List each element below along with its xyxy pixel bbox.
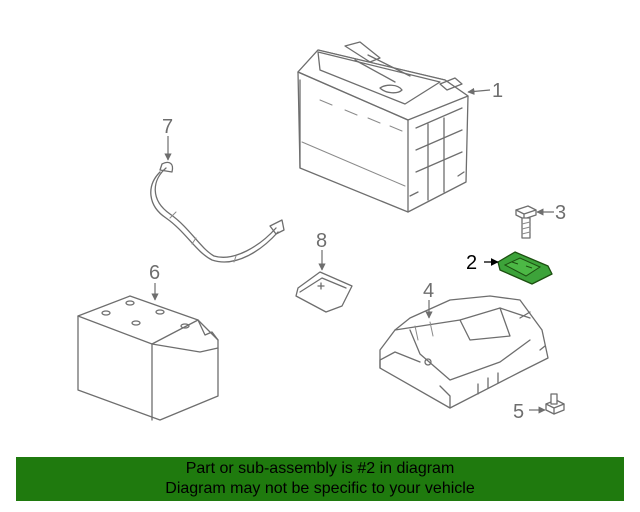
bolt-part-3[interactable] <box>515 205 537 239</box>
banner-line-2: Diagram may not be specific to your vehi… <box>165 480 475 497</box>
callout-1: 1 <box>467 80 503 102</box>
svg-text:5: 5 <box>513 401 524 423</box>
hold-down-clamp-part[interactable] <box>497 251 553 285</box>
parts-diagram: 1 2 3 4 5 6 7 8 <box>77 41 566 423</box>
callout-3: 3 <box>536 202 566 224</box>
battery-tray-part[interactable] <box>379 295 549 409</box>
callout-6: 6 <box>149 262 160 301</box>
bolt-part-5[interactable] <box>545 393 565 415</box>
svg-text:1: 1 <box>492 80 503 102</box>
mounting-plate-part[interactable] <box>295 271 353 313</box>
battery-insulator-part[interactable] <box>77 295 219 421</box>
callout-2: 2 <box>466 252 499 274</box>
banner-line-1: Part or sub-assembly is #2 in diagram <box>185 460 455 477</box>
svg-text:8: 8 <box>316 230 327 252</box>
battery-part[interactable] <box>297 41 469 213</box>
callout-8: 8 <box>316 230 327 271</box>
callout-7: 7 <box>162 116 173 161</box>
callout-4: 4 <box>423 280 434 319</box>
svg-text:7: 7 <box>162 116 173 138</box>
info-banner: Part or sub-assembly is #2 in diagram Di… <box>16 457 624 501</box>
battery-cable-part[interactable] <box>150 161 285 263</box>
svg-text:6: 6 <box>149 262 160 284</box>
svg-text:2: 2 <box>466 252 477 274</box>
svg-text:3: 3 <box>555 202 566 224</box>
callout-5: 5 <box>513 401 546 423</box>
svg-text:4: 4 <box>423 280 434 302</box>
